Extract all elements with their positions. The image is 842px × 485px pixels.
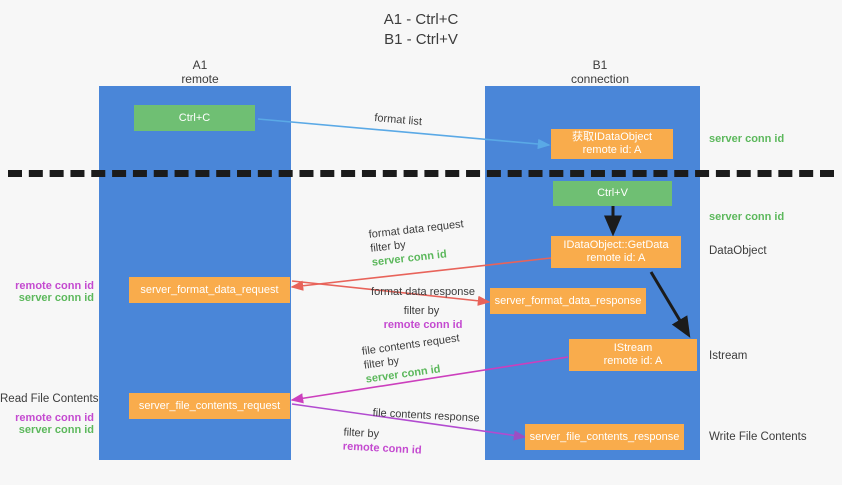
lane-header-a1: A1 remote (181, 58, 219, 86)
label-file-contents-response: file contents response filter by remote … (343, 406, 480, 461)
label-file-contents-response-title: file contents response (372, 406, 480, 425)
annotation-server-conn-id-top: server conn id (709, 133, 785, 145)
annotation-istream: Istream (709, 350, 748, 362)
box-idataobject-getdata[interactable]: IDataObject::GetData remote id: A (551, 236, 681, 268)
box-ctrl-v[interactable]: Ctrl+V (553, 181, 672, 206)
annotation-server-conn-id-2: server conn id (18, 424, 94, 436)
phase-divider (8, 170, 834, 177)
label-format-data-response: format data response filter by remote co… (338, 285, 508, 332)
box-istream[interactable]: IStream remote id: A (569, 339, 697, 371)
box-server-format-data-request[interactable]: server_format_data_request (129, 277, 290, 303)
label-format-data-response-filter: filter by remote conn id (338, 304, 508, 332)
filter-prefix-2: filter by (403, 305, 443, 317)
box-server-format-data-response[interactable]: server_format_data_response (490, 288, 646, 314)
box-server-file-contents-response[interactable]: server_file_contents_response (525, 424, 684, 450)
annotation-remote-conn-id-1: remote conn id (15, 280, 94, 292)
label-format-data-request: format data request filter by server con… (368, 217, 468, 270)
label-file-contents-response-filter: filter by remote conn id (342, 426, 478, 461)
filter-value-2: remote conn id (383, 319, 463, 331)
annotation-write-file-contents: Write File Contents (709, 431, 807, 443)
annotation-server-conn-id-mid: server conn id (709, 211, 785, 223)
label-format-data-response-title: format data response (371, 286, 475, 298)
box-get-idataobject[interactable]: 获取IDataObject remote id: A (551, 129, 673, 159)
box-server-file-contents-request[interactable]: server_file_contents_request (129, 393, 290, 419)
annotation-server-conn-id-1: server conn id (18, 292, 94, 304)
page-title: A1 - Ctrl+C B1 - Ctrl+V (383, 11, 459, 48)
label-file-contents-request: file contents request filter by server c… (361, 331, 464, 386)
annotation-remote-conn-id-2: remote conn id (15, 412, 94, 424)
box-ctrl-c[interactable]: Ctrl+C (134, 105, 255, 131)
annotation-read-file-contents: Read File Contents (0, 393, 99, 405)
annotation-dataobject: DataObject (709, 245, 767, 257)
label-format-list: format list (373, 111, 423, 129)
lane-header-b1: B1 connection (570, 58, 630, 86)
